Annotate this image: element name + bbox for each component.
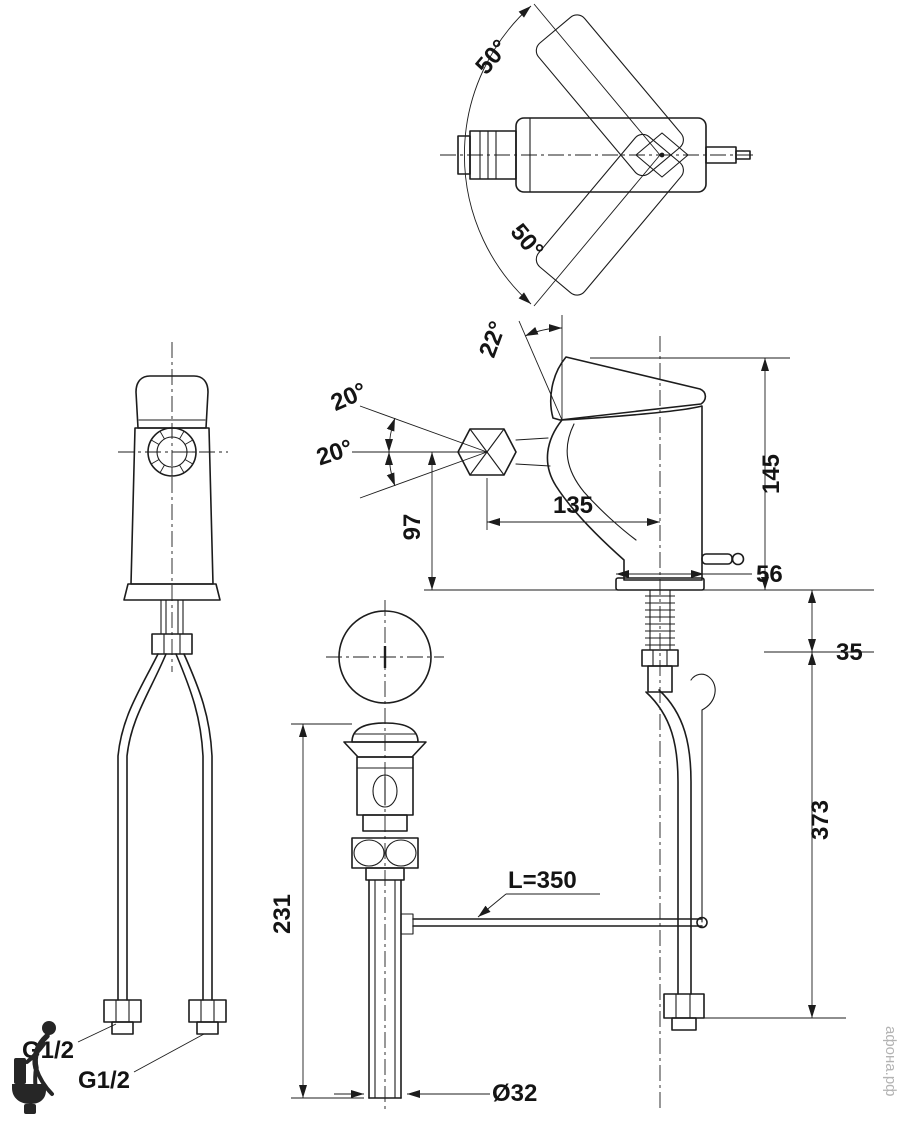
- dim-50deg-lower-label: 50°: [505, 219, 549, 264]
- dim-50deg-upper-label: 50°: [470, 35, 514, 80]
- dim-56-label: 56: [756, 561, 783, 588]
- logo-toilet: [12, 1058, 46, 1114]
- afona-logo: [12, 1021, 56, 1114]
- front-view: G1/2 G1/2: [22, 342, 228, 1094]
- side-view: 22° 20° 20° 97 135 145 56: [313, 315, 874, 1108]
- dim-22deg-label: 22°: [474, 318, 512, 361]
- logo-figure: [25, 1021, 56, 1102]
- watermark-text: афона.рф: [882, 1026, 899, 1097]
- dim-20deg-lower-label: 20°: [313, 434, 356, 471]
- dim-35-label: 35: [836, 639, 863, 666]
- underdeck-assembly: [641, 589, 716, 1031]
- right-dimensions: 35 373: [696, 590, 874, 1019]
- dim-231-label: 231: [269, 894, 296, 934]
- dim-20deg-upper-label: 20°: [327, 377, 371, 416]
- drain-assembly: L=350 231 Ø32: [269, 600, 708, 1112]
- dim-135-label: 135: [553, 492, 593, 519]
- dim-373-label: 373: [807, 800, 834, 840]
- thread-size-right-label: G1/2: [78, 1067, 130, 1094]
- rod-length-label: L=350: [508, 867, 577, 894]
- top-view: 50° 50°: [440, 3, 755, 307]
- dim-97-label: 97: [399, 514, 426, 541]
- drain-diameter-label: Ø32: [492, 1080, 537, 1107]
- dim-145-label: 145: [758, 454, 785, 494]
